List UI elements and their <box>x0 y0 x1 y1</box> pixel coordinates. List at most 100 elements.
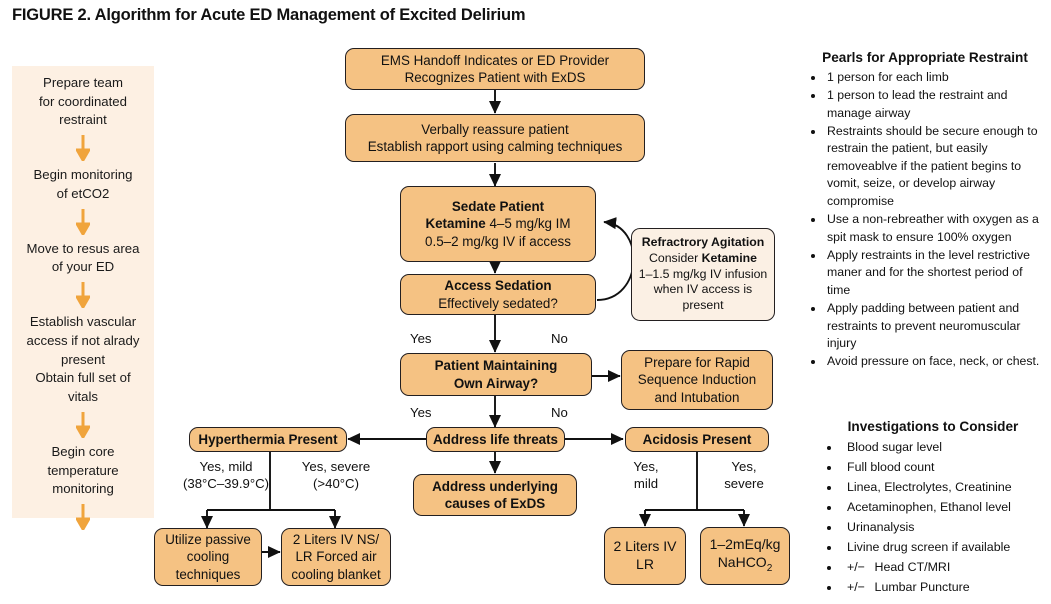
node-access-sedation: Access Sedation Effectively sedated? <box>400 274 596 315</box>
prep-step-line: Begin monitoring <box>33 167 133 183</box>
prep-step-line: Obtain full set of <box>35 370 131 386</box>
node-ems-handoff: EMS Handoff Indicates or ED Provider Rec… <box>345 48 645 90</box>
bicarb-formula: NaHCO <box>717 554 767 571</box>
investigations-title: Investigations to Consider <box>847 419 1019 434</box>
forced-air-line3: cooling blanket <box>291 566 381 582</box>
label-hyperthermia-mild: Yes, mild (38°C–39.9°C) <box>178 458 274 492</box>
refractory-drug-name: Ketamine <box>701 250 757 265</box>
sedate-drug-name: Ketamine <box>425 216 486 232</box>
sedate-title: Sedate Patient <box>451 199 545 215</box>
prep-step-line: vitals <box>67 389 99 405</box>
prep-arrow-icon <box>76 282 90 309</box>
list-item: Apply restraints in the level restrictiv… <box>825 247 1044 300</box>
prep-step-line: temperature <box>47 462 119 478</box>
ems-handoff-line2: Recognizes Patient with ExDS <box>404 70 586 85</box>
forced-air-line1: 2 Liters IV NS/ <box>292 532 380 548</box>
refractory-line3: 1–1.5 mg/kg IV infusion <box>638 266 768 281</box>
refractory-consider-text: Consider <box>649 250 702 265</box>
label-acidosis-severe: Yes, severe <box>713 458 775 492</box>
investigations-list: Blood sugar levelFull blood countLinea, … <box>822 438 1044 597</box>
prep-step-line: restraint <box>59 112 107 128</box>
refractory-line5: present <box>682 298 724 313</box>
sedate-dose-im: Ketamine 4–5 mg/kg IM <box>425 215 570 232</box>
prep-step-line: Begin core <box>51 443 115 459</box>
rsi-line2: Sequence Induction <box>637 372 757 388</box>
node-acidosis-present: Acidosis Present <box>625 427 769 452</box>
bicarb-line2: NaHCO2 <box>718 554 773 576</box>
list-item: 1 person to lead the restraint and manag… <box>825 87 1044 122</box>
prep-step-3: Move to resus area of your ED <box>12 240 154 277</box>
list-item: +/− Lumbar Puncture <box>841 578 1044 597</box>
acid-mild-line2: mild <box>633 476 659 492</box>
prep-step-1: Prepare team for coordinated restraint <box>12 74 154 130</box>
underlying-line2: causes of ExDS <box>444 496 546 511</box>
refractory-title: Refractrory Agitation <box>641 235 765 250</box>
pearls-title: Pearls for Appropriate Restraint <box>822 50 1028 65</box>
sedate-dose-im-text: 4–5 mg/kg IM <box>485 216 571 232</box>
refractory-consider: Consider Ketamine <box>649 251 757 267</box>
node-sedate-patient: Sedate Patient Ketamine 4–5 mg/kg IM 0.5… <box>400 186 596 262</box>
bicarb-subscript: 2 <box>766 562 773 574</box>
list-item: 1 person for each limb <box>825 69 1044 87</box>
refractory-line4: when IV access is <box>653 282 753 297</box>
node-patient-airway: Patient Maintaining Own Airway? <box>400 353 592 396</box>
list-item: Acetaminophen, Ethanol level <box>841 498 1044 517</box>
investigations-panel: Investigations to Consider Blood sugar l… <box>822 419 1044 598</box>
lr-fluids-line1: 2 Liters IV <box>613 538 677 555</box>
label-yes-sedation: Yes <box>410 331 432 346</box>
label-acidosis-mild: Yes, mild <box>617 458 675 492</box>
hyper-severe-line2: (>40°C) <box>313 476 359 492</box>
list-item: Urinanalysis <box>841 518 1044 537</box>
list-item: +/− Head CT/MRI <box>841 558 1044 577</box>
node-verbal-reassure: Verbally reassure patient Establish rapp… <box>345 114 645 162</box>
access-sedation-title: Access Sedation <box>444 278 552 294</box>
acid-mild-line1: Yes, <box>633 459 659 474</box>
prep-step-line: Prepare team <box>43 75 123 90</box>
forced-air-line2: LR Forced air <box>295 549 377 565</box>
label-yes-airway: Yes <box>410 405 432 420</box>
hyper-mild-line1: Yes, mild <box>199 459 253 474</box>
prep-step-line: access if not alrady <box>26 332 140 348</box>
node-hyperthermia-present: Hyperthermia Present <box>189 427 347 452</box>
rsi-line3: and Intubation <box>654 389 740 405</box>
airway-line1: Patient Maintaining <box>434 358 558 374</box>
hyper-mild-line2: (38°C–39.9°C) <box>182 476 270 492</box>
prep-step-line: monitoring <box>52 481 114 497</box>
prep-step-line: Move to resus area <box>26 240 140 256</box>
prep-step-line: for coordinated <box>39 93 127 109</box>
node-passive-cooling: Utilize passive cooling techniques <box>154 528 262 586</box>
hyper-severe-line1: Yes, severe <box>301 459 371 474</box>
figure-label: FIGURE 2. <box>12 6 91 24</box>
hyperthermia-text: Hyperthermia Present <box>198 431 338 447</box>
acid-severe-line1: Yes, <box>731 459 757 474</box>
label-no-airway: No <box>551 405 568 420</box>
prep-arrow-icon <box>76 135 90 162</box>
prep-arrow-icon <box>76 208 90 235</box>
underlying-line1: Address underlying <box>432 478 558 494</box>
ems-handoff-line1: EMS Handoff Indicates or ED Provider <box>380 52 610 68</box>
prep-step-line: Establish vascular <box>29 314 137 330</box>
access-sedation-sub: Effectively sedated? <box>438 295 558 311</box>
prep-arrow-icon <box>76 411 90 438</box>
lr-fluids-line2: LR <box>636 556 654 572</box>
node-address-life-threats: Address life threats <box>426 427 565 452</box>
verbal-line2: Establish rapport using calming techniqu… <box>367 139 623 154</box>
bicarb-line1: 1–2mEq/kg <box>709 536 781 553</box>
list-item: Full blood count <box>841 458 1044 477</box>
prep-step-5: Begin core temperature monitoring <box>12 443 154 499</box>
list-item: Livine drug screen if available <box>841 538 1044 557</box>
node-lr-fluids: 2 Liters IV LR <box>604 527 686 585</box>
prep-arrow-icon <box>76 504 90 531</box>
passive-cooling-line2: cooling <box>186 549 230 565</box>
list-item: Blood sugar level <box>841 438 1044 457</box>
life-threats-text: Address life threats <box>432 431 559 447</box>
node-rsi: Prepare for Rapid Sequence Induction and… <box>621 350 773 410</box>
prep-step-line: of your ED <box>51 259 115 275</box>
page-title: FIGURE 2. Algorithm for Acute ED Managem… <box>12 6 526 25</box>
node-address-underlying: Address underlying causes of ExDS <box>413 474 577 516</box>
node-bicarbonate: 1–2mEq/kg NaHCO2 <box>700 527 790 585</box>
figure-title-text: Algorithm for Acute ED Management of Exc… <box>90 6 526 24</box>
list-item: Restraints should be secure enough to re… <box>825 123 1044 211</box>
rsi-line1: Prepare for Rapid <box>644 355 750 371</box>
